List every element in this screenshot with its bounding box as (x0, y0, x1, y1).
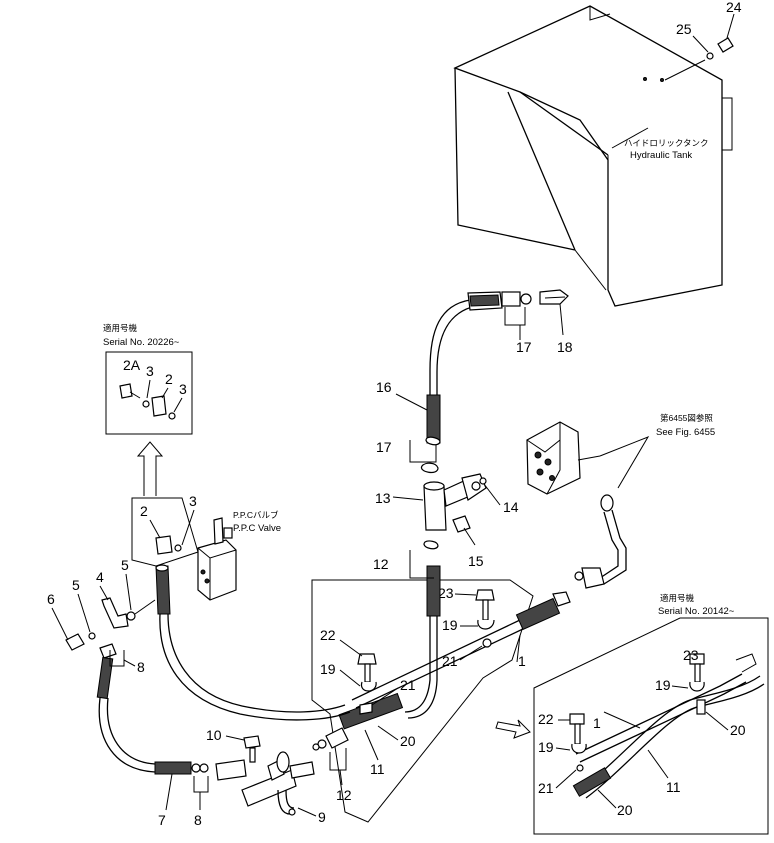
hydraulic-tank (453, 5, 733, 307)
part-2A-label: 2A (123, 357, 141, 373)
part-5-label-a: 5 (121, 557, 129, 573)
bolt-23 (475, 589, 495, 621)
part-19-label-a: 19 (442, 617, 458, 633)
part-19-label-b: 19 (320, 661, 336, 677)
clamp-17-mid (409, 440, 437, 463)
fittings-left (65, 597, 156, 651)
hose-16 (426, 289, 569, 444)
assembly-outline (311, 579, 534, 823)
part-7-label: 7 (158, 812, 166, 828)
part-6-label: 6 (47, 591, 55, 607)
part-23-label: 23 (438, 585, 454, 601)
pipe-from-valve (574, 494, 627, 589)
tank-label-jp: ハイドロリックタンク (624, 138, 709, 148)
clamp-8-lower (193, 776, 209, 793)
o-ring-25-icon (706, 52, 714, 60)
clamp-12-top (409, 550, 434, 579)
serial-a-label: Serial No. 20226~ (103, 337, 180, 348)
clamp-12-bottom (329, 748, 347, 771)
part-11-label-b: 11 (666, 779, 681, 795)
part-11-label-a: 11 (370, 761, 385, 777)
fig-ref-en: See Fig. 6455 (656, 427, 715, 438)
hose-ppc (155, 564, 351, 721)
part-5-label-b: 5 (72, 577, 80, 593)
part-18-label: 18 (557, 339, 573, 355)
o-ring-14-icon (479, 477, 487, 485)
serial-b-label: Serial No. 20142~ (658, 606, 735, 617)
part-15-label: 15 (468, 553, 484, 569)
tank-leader (611, 127, 649, 149)
bolt-15 (452, 515, 476, 546)
hose-1 (351, 591, 571, 709)
ppc-label-en: P.P.C Valve (233, 523, 281, 534)
part-9-label: 9 (318, 809, 326, 825)
part-12-label-top: 12 (373, 556, 389, 572)
part-17-label-top: 17 (516, 339, 532, 355)
hose-11 (312, 540, 441, 751)
plug-24 (664, 37, 734, 81)
part-25-label: 25 (676, 21, 692, 37)
serial-b-inset (533, 617, 769, 835)
part-2-label-b: 2 (165, 371, 173, 387)
part-4-label: 4 (96, 569, 104, 585)
part-24-label: 24 (726, 0, 742, 15)
part-10-label: 10 (206, 727, 222, 743)
part-22-label-b: 22 (538, 711, 554, 727)
inset-b-bolts (569, 653, 706, 772)
clamp-17-top (504, 307, 526, 326)
part-3-label-c: 3 (179, 381, 187, 397)
part-21-label-b: 21 (400, 677, 416, 693)
junction-block-9 (215, 751, 315, 816)
part-2-label-a: 2 (140, 503, 148, 519)
elbow-2-icon (155, 535, 173, 555)
part-19-label-d: 19 (538, 739, 554, 755)
part-20-label-a: 20 (400, 733, 416, 749)
part-3-label-b: 3 (146, 363, 154, 379)
part-17-label-mid: 17 (376, 439, 392, 455)
tank-label-en: Hydraulic Tank (630, 150, 692, 161)
part-23-label-b: 23 (683, 647, 699, 663)
part-21-label-c: 21 (538, 780, 554, 796)
ppc-label-jp: P.P.Cバルブ (233, 510, 279, 520)
serial-a-inset (105, 351, 193, 435)
clamp-8-upper (109, 650, 125, 667)
part-12-label-bottom: 12 (336, 787, 352, 803)
part-3-label-a: 3 (189, 493, 197, 509)
inset-a-parts (119, 383, 176, 420)
part-8-label-a: 8 (137, 659, 145, 675)
part-20-label-b: 20 (730, 722, 746, 738)
fig-ref-jp: 第6455図参照 (660, 413, 713, 423)
serial-b-jp: 適用号機 (660, 593, 695, 603)
part-13-label: 13 (375, 490, 391, 506)
part-22-label-a: 22 (320, 627, 336, 643)
serial-a-jp: 適用号機 (103, 323, 138, 333)
hose-7 (96, 643, 209, 775)
part-21-label-a: 21 (442, 653, 458, 669)
inset-b-hoses (572, 653, 765, 799)
arrow-up-icon (136, 441, 164, 496)
fitting-2-box (131, 497, 199, 567)
part-16-label: 16 (376, 379, 392, 395)
part-14-label: 14 (503, 499, 519, 515)
control-valve (526, 421, 601, 495)
arrow-right-icon (495, 719, 531, 739)
part-1-label-b: 1 (593, 715, 601, 731)
fig-6455-leader (599, 435, 650, 489)
part-8-label-b: 8 (194, 812, 202, 828)
part-19-label-c: 19 (655, 677, 671, 693)
part-1-label: 1 (518, 653, 526, 669)
bolt-10 (243, 735, 261, 763)
part-20-label-c: 20 (617, 802, 633, 818)
bolt-22 (357, 653, 377, 683)
ppc-valve (197, 517, 237, 601)
